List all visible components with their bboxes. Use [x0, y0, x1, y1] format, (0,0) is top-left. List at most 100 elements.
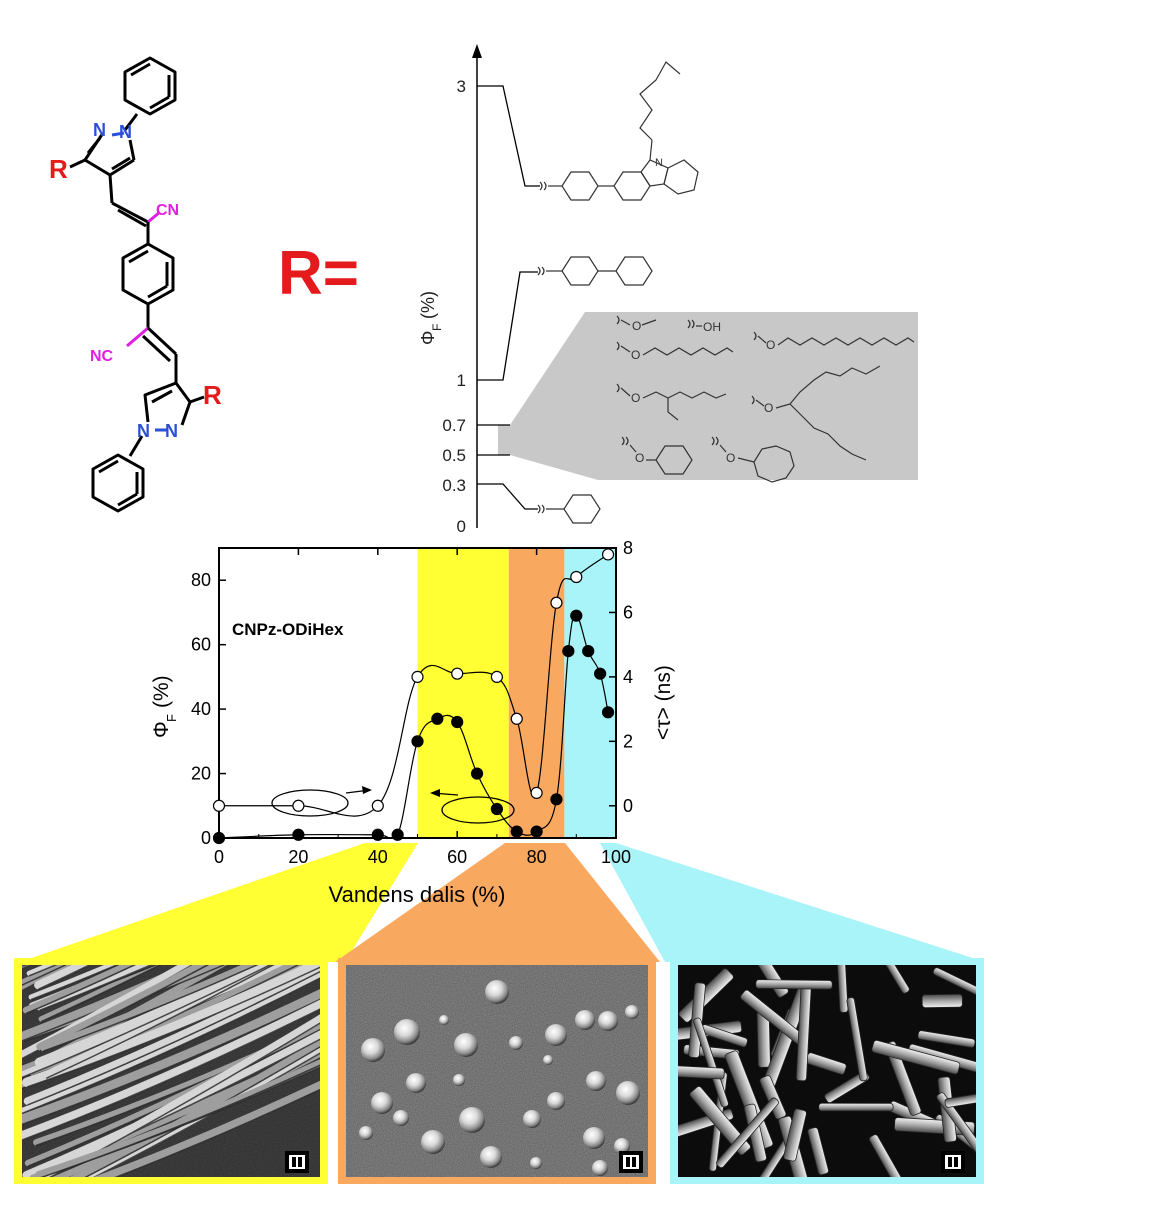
y-left-tick-label: 40 [191, 699, 211, 719]
oxygen-label: O [631, 348, 640, 362]
nanosphere [454, 1033, 478, 1057]
nanosphere [421, 1130, 445, 1154]
y-left-axis-title: Φ F (%) [150, 675, 179, 738]
data-point-phi [601, 706, 615, 719]
nanosphere [439, 1015, 449, 1025]
hydroxyl-label: OH [703, 320, 721, 334]
nanosphere [592, 1160, 608, 1176]
microrod [868, 1134, 917, 1177]
series-axis-ellipse-open [271, 789, 349, 817]
oxygen-label: O [635, 451, 644, 465]
y-left-tick-label: 0 [201, 828, 211, 848]
qy-tick-label: 0.5 [442, 446, 466, 465]
y-right-axis-title: <τ> (ns) [652, 665, 675, 740]
data-point-tau [601, 548, 615, 561]
nanosphere [509, 1036, 523, 1050]
nanosphere [575, 1010, 595, 1030]
substituent-biphenyl [537, 256, 653, 286]
y-left-unit: (%) [150, 675, 173, 708]
qy-tick-label: 3 [457, 77, 466, 96]
microrod [689, 1086, 751, 1156]
data-point-phi [594, 667, 607, 680]
y-right-tick-label: 6 [623, 602, 633, 622]
substituent-phenyl [537, 494, 601, 524]
nanosphere [406, 1073, 426, 1093]
y-left-tick-label: 60 [191, 635, 211, 655]
microrod [884, 1040, 922, 1116]
nanosphere [614, 1138, 630, 1154]
microrod [835, 965, 849, 1013]
nanosphere [361, 1038, 385, 1062]
nanosphere [459, 1107, 485, 1133]
data-point-tau [451, 667, 464, 680]
microrod [921, 993, 963, 1009]
microrod [818, 1102, 894, 1112]
microrod [871, 1039, 961, 1075]
x-tick-label: 60 [447, 847, 467, 867]
microrod [932, 967, 976, 1002]
nanosphere [598, 1011, 618, 1031]
scale-bar-icon [285, 1151, 309, 1173]
data-point-phi [431, 712, 444, 725]
data-point-tau [292, 799, 305, 812]
nanosphere [547, 1092, 565, 1110]
microrod [944, 1090, 976, 1108]
r-label-top: R [49, 154, 68, 184]
molecule-labels: N N R CN NC R N N R= [49, 120, 359, 441]
nanosphere [530, 1157, 542, 1169]
x-tick-label: 0 [214, 847, 224, 867]
arrow-head-icon [362, 786, 372, 794]
nanosphere [523, 1110, 541, 1128]
scale-bar-icon [941, 1151, 965, 1173]
x-axis-title: Vandens dalis (%) [329, 882, 506, 907]
microrod [917, 1030, 976, 1048]
data-point-phi [490, 802, 503, 816]
microrod [716, 1097, 779, 1169]
data-point-phi [510, 825, 523, 838]
substituent-carbazolylphenyl [539, 61, 699, 201]
nanosphere [394, 1019, 420, 1045]
data-points [212, 548, 615, 845]
substituent-alkoxy-group [616, 315, 915, 483]
nanosphere [453, 1074, 465, 1086]
microrod [755, 979, 833, 990]
microrod [783, 1108, 807, 1162]
sem-panels [14, 958, 984, 1184]
x-tick-label: 100 [601, 847, 631, 867]
data-point-tau [510, 712, 523, 725]
data-point-tau [570, 570, 583, 584]
qy-tick-label: 0.3 [442, 476, 466, 495]
data-point-phi [371, 828, 384, 841]
zoom-wedge-orange [335, 843, 660, 962]
nanosphere [393, 1110, 409, 1126]
oxygen-label: O [766, 338, 775, 352]
data-point-tau [550, 596, 563, 609]
data-point-tau [411, 670, 424, 683]
y-right-tick-label: 4 [623, 667, 633, 687]
data-point-phi [292, 828, 305, 841]
axis-arrow-icon [472, 44, 482, 58]
phi-subscript: F [430, 324, 444, 331]
microrod [693, 1017, 729, 1108]
nanosphere [625, 1005, 639, 1019]
data-point-phi [411, 735, 424, 748]
data-point-tau [530, 786, 543, 799]
nanosphere [480, 1146, 502, 1168]
data-point-phi [570, 609, 583, 622]
x-tick-label: 20 [288, 847, 308, 867]
y-left-tick-label: 80 [191, 570, 211, 590]
nanosphere [371, 1092, 393, 1114]
nanosphere [583, 1127, 605, 1149]
nitrogen-label: N [119, 122, 132, 142]
data-point-phi [530, 825, 543, 838]
data-point-phi [470, 767, 484, 780]
series-axis-ellipse-filled [441, 796, 515, 824]
molecule-structure [69, 56, 205, 513]
scale-bar-icon [619, 1151, 643, 1173]
data-point-phi [562, 645, 575, 658]
nanosphere [485, 980, 509, 1004]
microrod [936, 1092, 976, 1177]
oxygen-label: O [632, 319, 641, 333]
